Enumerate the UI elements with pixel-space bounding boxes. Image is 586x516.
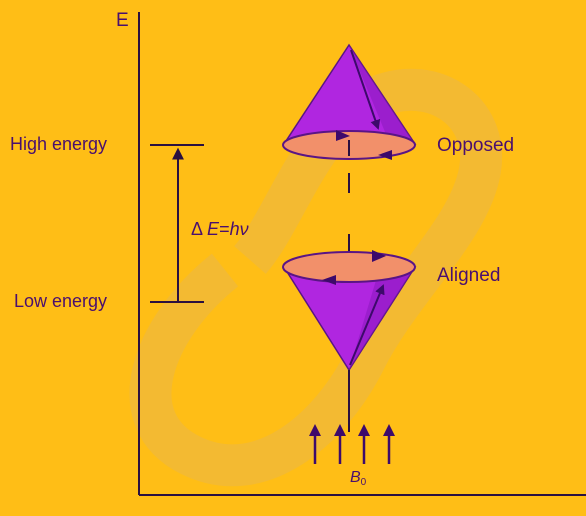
low-energy-label: Low energy [14, 291, 108, 311]
opposed-precession-arrow-left [378, 150, 392, 160]
b0-symbol: B [350, 469, 361, 486]
delta-symbol: Δ [191, 219, 203, 239]
high-energy-label: High energy [10, 134, 108, 154]
aligned-cone [282, 234, 417, 432]
b0-label: B0 [350, 469, 366, 488]
equals-symbol: = [219, 219, 230, 239]
planck-symbol: h [229, 219, 240, 239]
b0-subscript: 0 [360, 477, 367, 488]
delta-e-label: Δ E=hν [191, 219, 249, 240]
aligned-precession-disc [282, 251, 416, 283]
frequency-symbol: ν [239, 219, 249, 239]
aligned-precession-arrow-left [322, 275, 336, 285]
aligned-label: Aligned [437, 265, 501, 286]
aligned-precession-arrow-right [372, 250, 386, 262]
aligned-magnetic-moment [349, 284, 385, 366]
energy-symbol: E [207, 219, 220, 239]
opposed-magnetic-moment [350, 49, 381, 130]
opposed-label: Opposed [437, 135, 515, 156]
energy-axis-label: E [116, 10, 129, 31]
axes [138, 12, 586, 496]
opposed-precession-arrow-right [336, 130, 350, 141]
b0-field-arrows [309, 424, 395, 464]
opposed-cone [282, 43, 417, 193]
